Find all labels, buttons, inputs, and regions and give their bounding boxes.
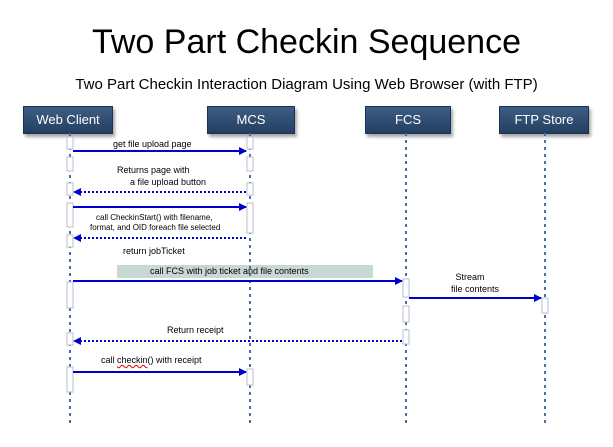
label-call-checkin-word: checkin (117, 355, 148, 365)
label-call-checkinstart-line2: format, and OID foreach file selected (90, 223, 221, 232)
activation-web-client-8 (66, 366, 74, 393)
label-call-fcs: call FCS with job ticket and file conten… (150, 266, 309, 276)
activation-web-client-3 (66, 182, 74, 196)
activation-mcs-4 (246, 202, 254, 234)
label-get-file-upload-page: get file upload page (113, 139, 192, 149)
activation-mcs-5 (246, 368, 254, 386)
actor-ftp-store: FTP Store (499, 106, 589, 134)
activation-mcs-1 (246, 136, 254, 150)
activation-fcs-3 (402, 329, 410, 345)
label-returns-page-line1: Returns page with (117, 165, 190, 175)
activation-fcs-1 (402, 278, 410, 298)
activation-mcs-3 (246, 182, 254, 196)
activation-fcs-2 (402, 305, 410, 323)
page-title: Two Part Checkin Sequence (91, 23, 522, 61)
activation-web-client-6 (66, 281, 74, 309)
actor-mcs: MCS (207, 106, 295, 134)
label-call-checkin-prefix: call (101, 355, 118, 365)
label-returns-page-line2: a file upload button (130, 177, 207, 187)
activation-mcs-2 (246, 156, 254, 172)
actor-fcs: FCS (365, 106, 451, 134)
activation-web-client-5 (66, 234, 74, 248)
label-return-receipt: Return receipt (167, 325, 224, 335)
label-stream-line2: file contents (450, 284, 500, 294)
activation-ftp-store-1 (541, 297, 549, 314)
activation-web-client-4 (66, 202, 74, 228)
label-return-jobticket: return jobTicket (123, 246, 185, 256)
activation-web-client-2 (66, 156, 74, 172)
label-call-checkin-suffix: () with receipt (147, 355, 202, 365)
actor-web-client: Web Client (23, 106, 113, 134)
message-highlight-band (117, 265, 373, 278)
label-call-checkinstart-line1: call CheckinStart() with filename, (96, 213, 213, 222)
label-stream-line1: Stream (455, 272, 485, 282)
label-call-checkin: call checkin() with receipt (101, 355, 202, 366)
activation-web-client-7 (66, 332, 74, 346)
diagram-subtitle: Two Part Checkin Interaction Diagram Usi… (75, 76, 538, 93)
activation-web-client-1 (66, 136, 74, 150)
